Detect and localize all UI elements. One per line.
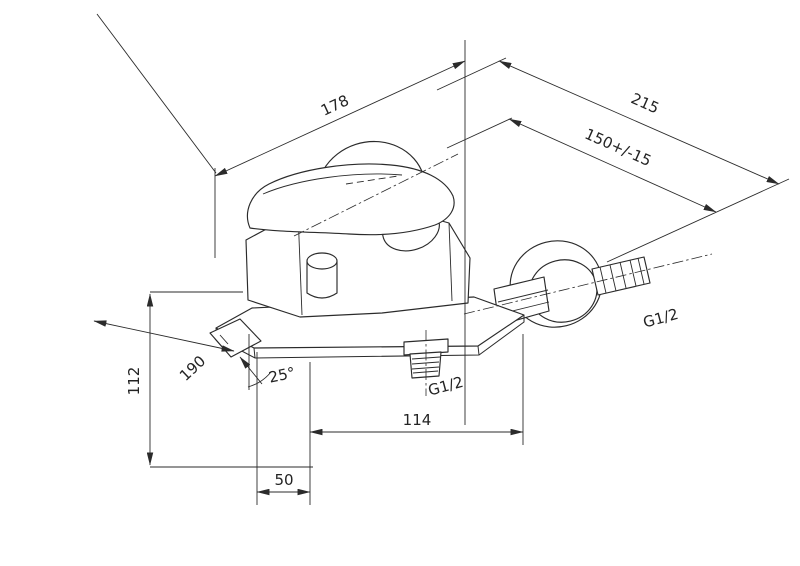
dimension-190: 190 bbox=[93, 320, 235, 385]
handle-hidden-edge bbox=[345, 175, 399, 185]
faucet-assembly bbox=[209, 140, 713, 396]
dimension-114: 114 bbox=[309, 411, 524, 436]
dim-190-label: 190 bbox=[176, 352, 209, 385]
base-plate-edge bbox=[477, 345, 480, 356]
hex-facet-line bbox=[497, 289, 549, 303]
bottom-outlet-hex bbox=[403, 338, 449, 356]
base-plate-edge bbox=[253, 347, 256, 359]
dimension-150: 150+/-15 bbox=[508, 118, 717, 213]
dimension-112: 112 bbox=[125, 293, 154, 466]
dimension-50: 50 bbox=[256, 471, 311, 496]
centerline-side-connection bbox=[463, 253, 713, 315]
extension-line bbox=[96, 13, 217, 174]
dimension-angle-25: 25° bbox=[239, 334, 297, 390]
thread-side-label: G1/2 bbox=[641, 305, 680, 332]
extension-line bbox=[446, 117, 513, 149]
thread-hatching-bottom bbox=[411, 356, 441, 374]
thread-hatching-side bbox=[599, 257, 645, 294]
angle-25-label: 25° bbox=[267, 364, 297, 387]
dim-114-label: 114 bbox=[403, 411, 432, 429]
dim-112-label: 112 bbox=[125, 367, 143, 396]
bottom-outlet-thread bbox=[409, 351, 442, 379]
extension-line bbox=[436, 57, 507, 91]
diverter-knob-top bbox=[306, 252, 338, 270]
dim-50-label: 50 bbox=[274, 471, 293, 489]
extension-line bbox=[606, 178, 790, 263]
body-edge bbox=[448, 222, 453, 302]
dim-150-label: 150+/-15 bbox=[582, 125, 654, 170]
dim-215-label: 215 bbox=[628, 89, 661, 117]
diverter-knob bbox=[306, 260, 338, 299]
